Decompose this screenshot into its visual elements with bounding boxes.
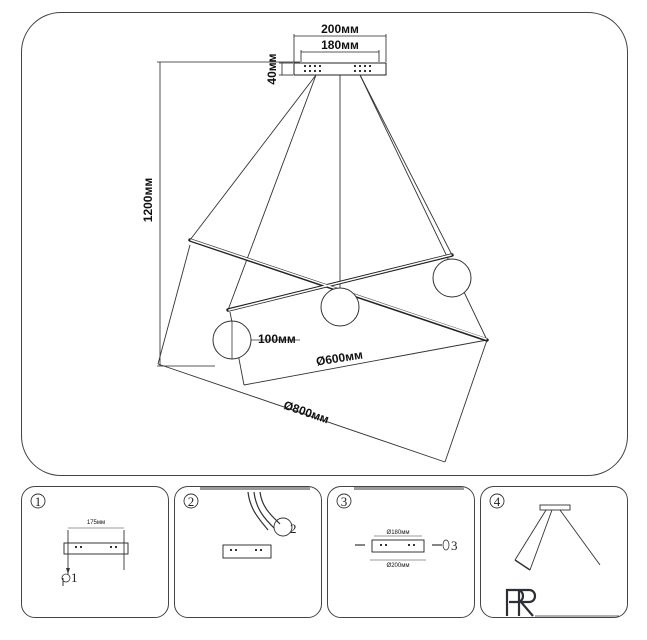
step-1-plate-width: 175мм (87, 520, 105, 526)
step-3-plate-outer: Ø200мм (387, 563, 410, 569)
step-3-plate-inner: Ø180мм (387, 530, 410, 536)
step-2-number: 2 (188, 494, 195, 509)
step-2-drawing: 2 2 (183, 487, 310, 559)
step-3-drawing: 3 Ø180мм Ø200мм 3 (336, 487, 464, 569)
step-4-drawing: 4 (489, 493, 601, 571)
dim-canopy-outer: 200мм (321, 22, 359, 36)
step-4-number: 4 (494, 494, 501, 509)
step-3-number: 3 (341, 494, 348, 509)
step-1-screw-label: 1 (71, 570, 78, 585)
dim-canopy-height: 40мм (265, 53, 279, 84)
globes (212, 258, 472, 360)
dim-outer-diameter: Ø800мм (282, 398, 331, 427)
outer-frame-lines (157, 244, 488, 463)
suspension-wires (189, 74, 488, 341)
step-2-screw-label: 2 (290, 521, 297, 536)
canopy (293, 62, 387, 76)
dim-globe-diameter: 100мм (258, 332, 296, 346)
main-diagram-frame (21, 12, 628, 476)
step-3-screw-label: 3 (451, 538, 458, 553)
dim-inner-diameter: Ø600мм (315, 347, 364, 368)
brand-logo (505, 588, 619, 617)
step-1-number: 1 (35, 494, 42, 509)
step-1-drawing: 1 175мм 1 (30, 493, 129, 586)
dim-canopy-inner: 180мм (321, 38, 359, 52)
dim-suspension-length: 1200мм (141, 178, 155, 223)
